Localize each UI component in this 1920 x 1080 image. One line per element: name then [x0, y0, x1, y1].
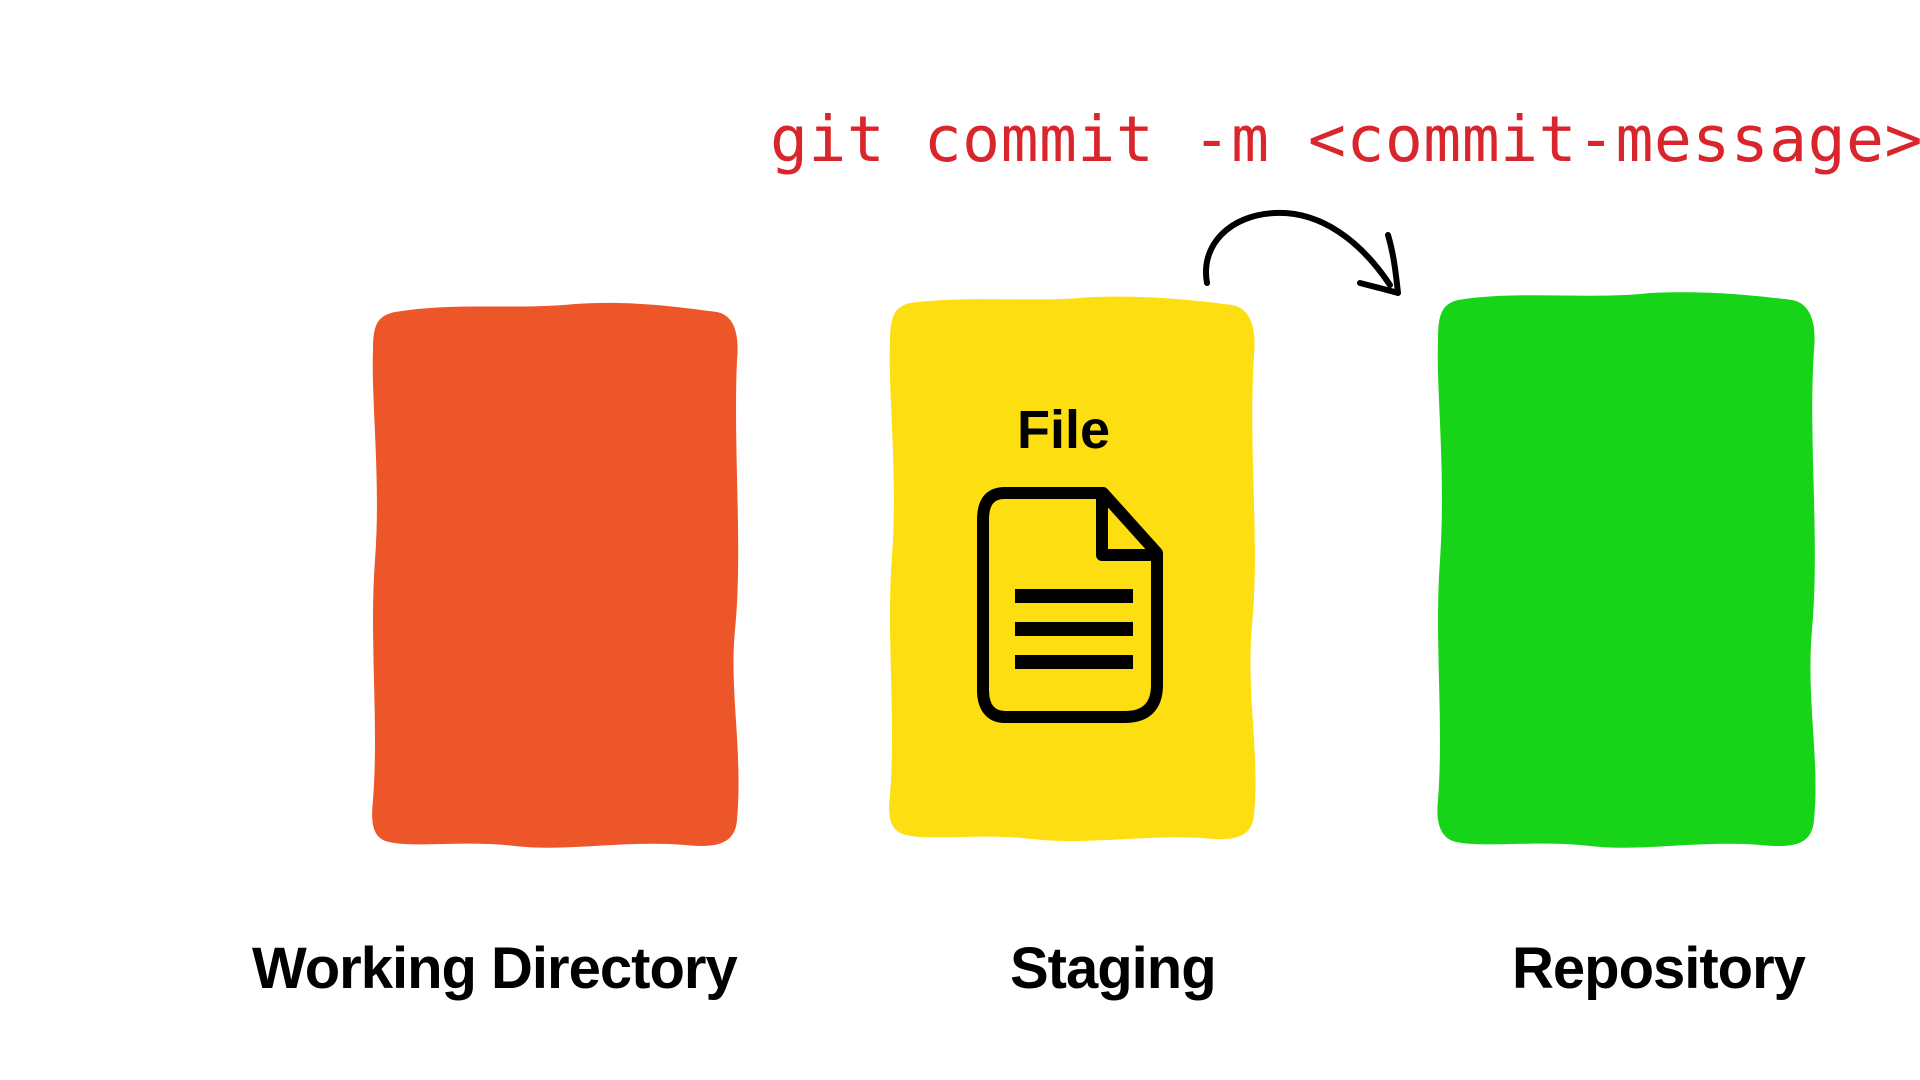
working-directory-box — [365, 300, 745, 855]
file-title: File — [1017, 400, 1111, 460]
document-icon — [977, 487, 1163, 723]
curved-arrow-icon — [1203, 209, 1401, 296]
repository-box — [1430, 290, 1822, 855]
working-directory-label: Working Directory — [252, 936, 738, 1001]
working-directory-fill — [372, 302, 739, 848]
repository-label: Repository — [1512, 936, 1806, 1001]
staging-label: Staging — [1010, 936, 1217, 1001]
git-command-text: git commit -m <commit-message> — [770, 103, 1920, 176]
repository-fill — [1437, 292, 1816, 848]
